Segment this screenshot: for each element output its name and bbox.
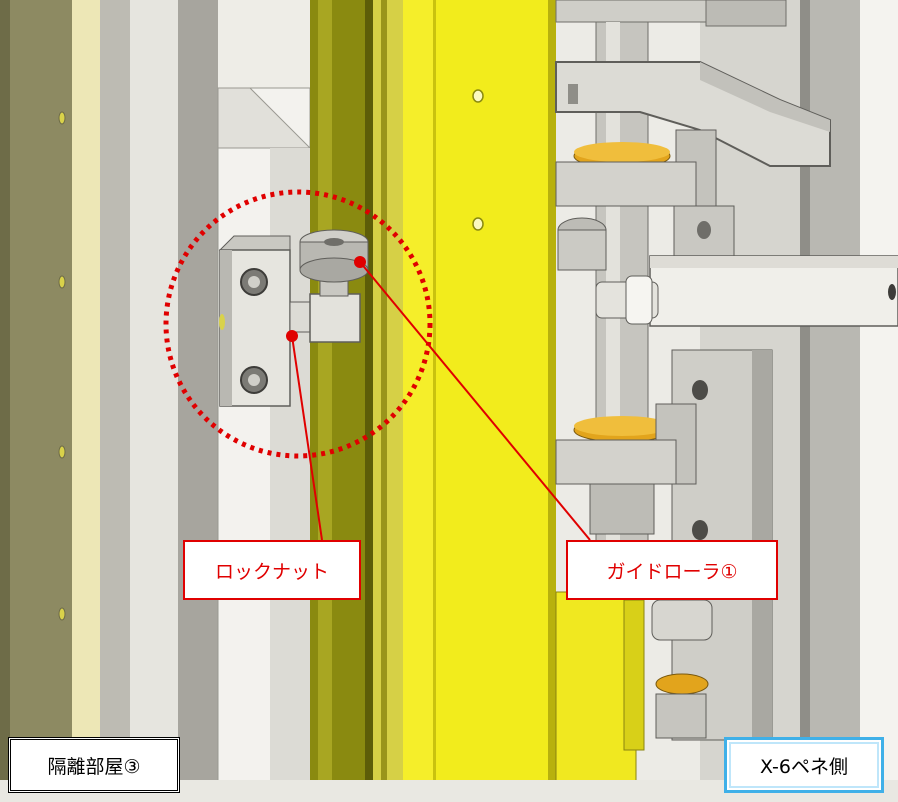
- horizontal-rod: [649, 255, 898, 327]
- guide-roller-marker: [354, 256, 366, 268]
- wall-bolt-holes: [58, 111, 66, 621]
- guide-roller-callout: ガイドローラ①: [566, 540, 778, 600]
- upper-roller-washer: [555, 129, 717, 207]
- lock-nut-leader-line: [291, 335, 323, 541]
- lock-nut-callout: ロックナット: [183, 540, 361, 600]
- yellow-guide-plate: [555, 591, 713, 802]
- panel-side-label: X-6ペネ側: [724, 737, 884, 793]
- rail-assembly: [310, 0, 556, 802]
- middle-roller: [557, 217, 659, 325]
- guide-roller-assembly: [289, 229, 369, 343]
- room-label: 隔離部屋③: [8, 737, 180, 793]
- lock-nut-marker: [286, 330, 298, 342]
- guide-roller-leader-line: [359, 261, 591, 541]
- left-wall-panel: [0, 0, 218, 802]
- lock-nut-bracket: [218, 235, 291, 407]
- upper-arm: [555, 61, 831, 167]
- lower-roller-washer: [555, 403, 697, 535]
- top-mount-block: [555, 0, 787, 27]
- floor-strip: [0, 780, 898, 802]
- highlight-circle: [163, 189, 433, 459]
